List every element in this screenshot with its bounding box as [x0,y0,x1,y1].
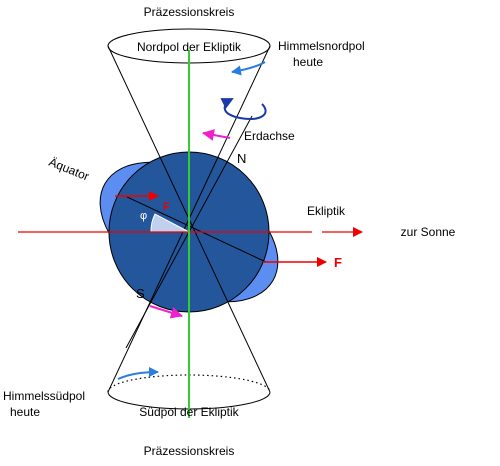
celestial-north-pole-label: Himmelsnordpol [278,39,365,53]
force-label-upper: F [163,201,170,213]
celestial-north-pole-today-label: heute [293,55,323,69]
equator-line [126,196,267,263]
bottom-precession-circle-back [107,374,271,393]
precession-circle-label-bottom: Präzessionskreis [144,444,235,458]
to-sun-label: zur Sonne [401,225,456,239]
force-label-lower: F [334,255,342,270]
precession-arrow-bottom [117,367,159,380]
celestial-south-pole-today-label: heute [10,405,40,419]
precession-circle-label-top: Präzessionskreis [144,5,235,19]
torque-arrow-lower [149,305,183,319]
earth-axis-label: Erdachse [244,129,295,143]
torque-arrow-upper [202,129,231,141]
north-label: N [237,151,246,166]
north-pole-ecliptic-label: Nordpol der Ekliptik [137,40,242,54]
celestial-south-pole-label: Himmelssüdpol [3,389,85,403]
south-label: S [136,286,145,301]
angle-phi-label: φ [140,210,147,222]
south-pole-ecliptic-label: Südpol der Ekliptik [139,405,239,419]
equator-label: Äquator [47,155,91,184]
ecliptic-label: Ekliptik [307,204,346,218]
earth-rotation-arrow [220,98,267,120]
precession-arrow-top [231,61,266,76]
